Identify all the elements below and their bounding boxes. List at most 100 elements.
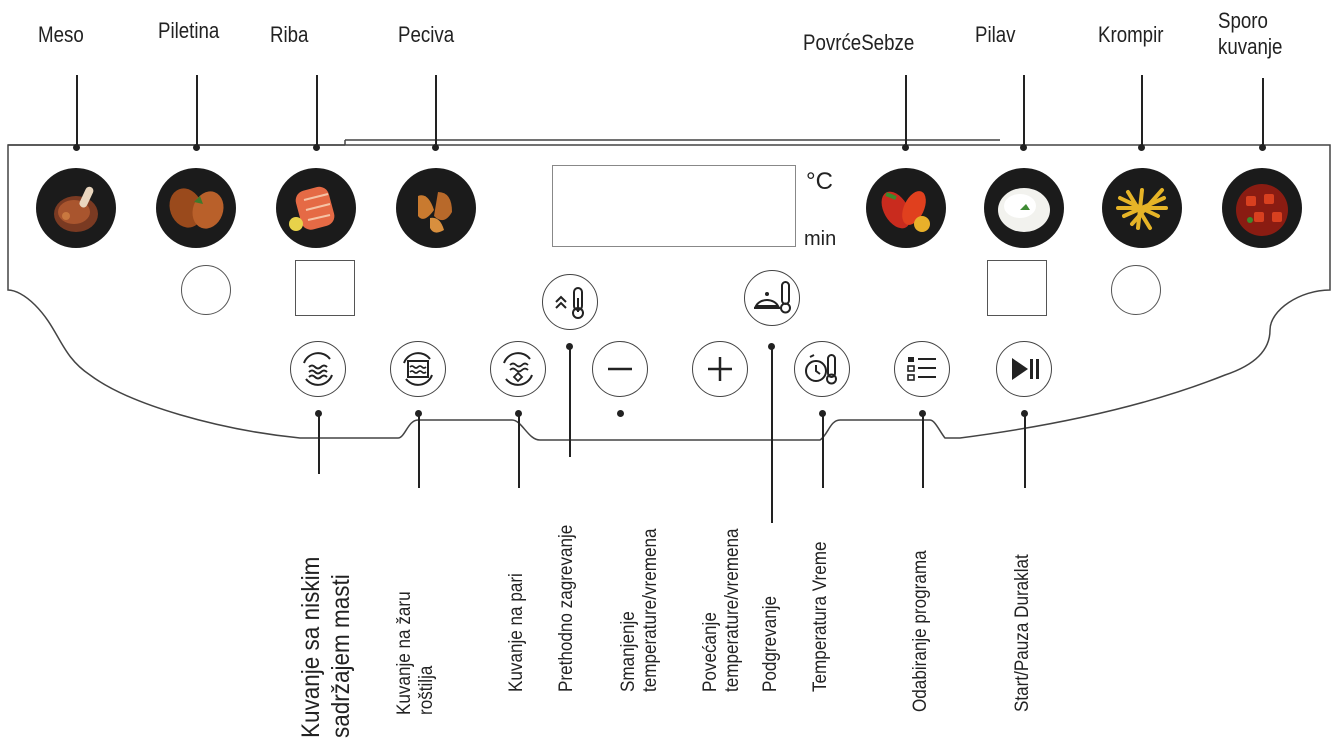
label-minus-line1: Smanjenje — [618, 611, 639, 692]
start-pause-button[interactable] — [996, 341, 1052, 397]
leader-line-low-fat — [318, 414, 320, 474]
play-pause-icon — [1012, 358, 1039, 380]
label-grill-line1: Kuvanje na žaru — [394, 591, 415, 715]
reheat-button[interactable] — [744, 270, 800, 326]
leader-line-povrce — [905, 75, 907, 147]
leader-line-krompir — [1141, 75, 1143, 147]
leader-dot-grill — [415, 410, 422, 417]
grill-cook-icon — [403, 352, 433, 386]
program-label-krompir: Krompir — [1098, 22, 1164, 47]
indicator-circle-left — [181, 265, 231, 315]
leader-dot-program — [919, 410, 926, 417]
leader-dot-temp-time — [819, 410, 826, 417]
leader-dot-peciva — [432, 144, 439, 151]
label-steam-cook: Kuvanje na pari — [506, 573, 528, 692]
label-plus-line2: temperature/vremena — [722, 528, 743, 692]
minus-button[interactable] — [592, 341, 648, 397]
leader-line-steam — [518, 414, 520, 488]
program-label-sporo-line2: kuvanje — [1218, 34, 1283, 59]
leader-line-piletina — [196, 75, 198, 147]
label-program-select: Odabiranje programa — [910, 550, 932, 712]
label-start-line1: Start/Pauza Duraklat — [1012, 554, 1033, 712]
label-minus-line2: temperature/vremena — [640, 528, 661, 692]
label-low-fat-line1: Kuvanje sa niskim — [297, 556, 325, 738]
leader-line-grill — [418, 414, 420, 488]
low-fat-cook-icon — [303, 352, 333, 386]
label-minus: Smanjenje temperature/vremena — [618, 529, 662, 692]
program-label-meso: Meso — [38, 22, 84, 47]
leader-dot-riba — [313, 144, 320, 151]
steam-cook-icon — [503, 352, 533, 386]
label-program-line1: Odabiranje programa — [910, 550, 931, 712]
label-grill-cook: Kuvanje na žaru roštilja — [394, 591, 438, 715]
label-start-pause: Start/Pauza Duraklat — [1012, 554, 1034, 712]
rice-icon[interactable] — [984, 168, 1064, 248]
temp-time-button[interactable] — [794, 341, 850, 397]
indicator-square-right — [987, 260, 1047, 316]
meat-icon[interactable] — [36, 168, 116, 248]
program-label-peciva: Peciva — [398, 22, 455, 47]
leader-dot-low-fat — [315, 410, 322, 417]
program-label-sporo-line1: Sporo — [1218, 8, 1268, 33]
steam-cook-button[interactable] — [490, 341, 546, 397]
leader-dot-krompir — [1138, 144, 1145, 151]
leader-line-meso — [76, 75, 78, 147]
leader-line-peciva — [435, 75, 437, 147]
label-grill-line2: roštilja — [416, 665, 437, 715]
leader-line-sporo — [1262, 78, 1264, 148]
plus-button[interactable] — [692, 341, 748, 397]
leader-dot-meso — [73, 144, 80, 151]
chicken-icon[interactable] — [156, 168, 236, 248]
pastry-icon[interactable] — [396, 168, 476, 248]
leader-line-start — [1024, 414, 1026, 488]
leader-dot-start — [1021, 410, 1028, 417]
label-steam-line1: Kuvanje na pari — [506, 573, 527, 692]
leader-dot-steam — [515, 410, 522, 417]
preheat-button[interactable] — [542, 274, 598, 330]
temp-time-icon — [805, 354, 837, 385]
stew-icon[interactable] — [1222, 168, 1302, 248]
digital-display — [552, 165, 796, 247]
program-label-riba: Riba — [270, 22, 309, 47]
leader-dot-povrce — [902, 144, 909, 151]
label-preheat: Prethodno zagrevanje — [556, 525, 578, 692]
fries-icon[interactable] — [1102, 168, 1182, 248]
temperature-unit: °C — [806, 168, 833, 195]
leader-line-reheat — [771, 347, 773, 523]
label-plus: Povećanje temperature/vremena — [700, 529, 744, 692]
program-label-sporo-kuvanje: Sporo kuvanje — [1218, 8, 1282, 60]
minus-icon — [608, 367, 632, 371]
leader-dot-reheat — [768, 343, 775, 350]
leader-line-program — [922, 414, 924, 488]
label-plus-line1: Povećanje — [700, 612, 721, 692]
program-select-button[interactable] — [894, 341, 950, 397]
program-label-piletina: Piletina — [158, 18, 220, 43]
plus-icon — [708, 357, 732, 381]
vegetables-icon[interactable] — [866, 168, 946, 248]
low-fat-cook-button[interactable] — [290, 341, 346, 397]
leader-dot-sporo — [1259, 144, 1266, 151]
leader-dot-preheat — [566, 343, 573, 350]
label-reheat-line1: Podgrevanje — [760, 595, 781, 692]
fish-icon[interactable] — [276, 168, 356, 248]
program-label-povrce: PovrćeSebze — [803, 30, 915, 55]
reheat-icon — [754, 281, 791, 314]
label-temp-time-line1: Temperatura Vreme — [810, 541, 831, 692]
grill-cook-button[interactable] — [390, 341, 446, 397]
leader-line-temp-time — [822, 414, 824, 488]
label-temp-time: Temperatura Vreme — [810, 542, 832, 692]
label-preheat-line1: Prethodno zagrevanje — [556, 524, 577, 692]
program-list-icon — [907, 357, 936, 381]
label-reheat: Podgrevanje — [760, 596, 782, 692]
leader-line-preheat — [569, 347, 571, 457]
label-low-fat-line2: sadržajem masti — [327, 574, 355, 738]
leader-dot-minus — [617, 410, 624, 417]
label-low-fat-cook: Kuvanje sa niskim sadržajem masti — [296, 557, 356, 738]
leader-line-pilav — [1023, 75, 1025, 147]
leader-dot-pilav — [1020, 144, 1027, 151]
indicator-circle-right — [1111, 265, 1161, 315]
program-label-pilav: Pilav — [975, 22, 1016, 47]
preheat-icon — [555, 287, 584, 319]
